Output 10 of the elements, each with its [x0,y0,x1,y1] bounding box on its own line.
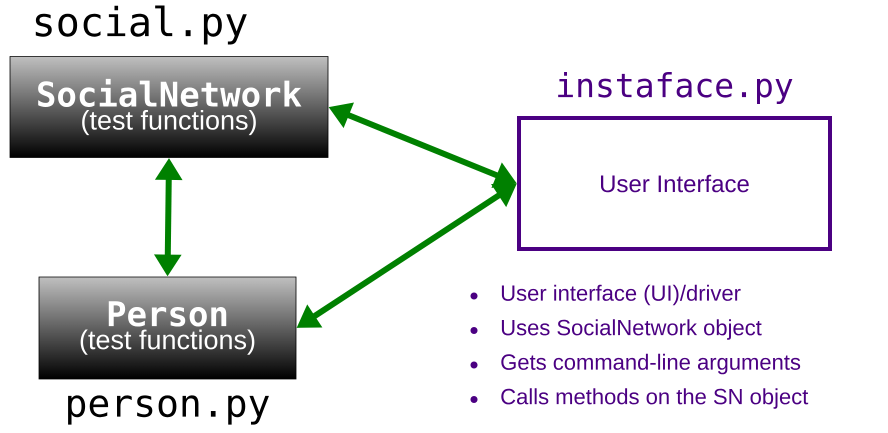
bullet-item: User interface (UI)/driver [502,284,741,306]
bullet-item: Uses SocialNetwork object [502,319,762,340]
interface-box: User Interface [517,116,832,251]
class-box: SocialNetwork (test functions) [10,56,328,158]
file-label: instaface.py [558,72,792,104]
file-label: social.py [36,6,247,44]
class-box: Person (test functions) [38,276,296,380]
bullet-item: Gets command-line arguments [501,354,800,374]
bullet-item: Calls methods on the SN object [501,388,808,409]
file-label: person.py [68,395,269,425]
